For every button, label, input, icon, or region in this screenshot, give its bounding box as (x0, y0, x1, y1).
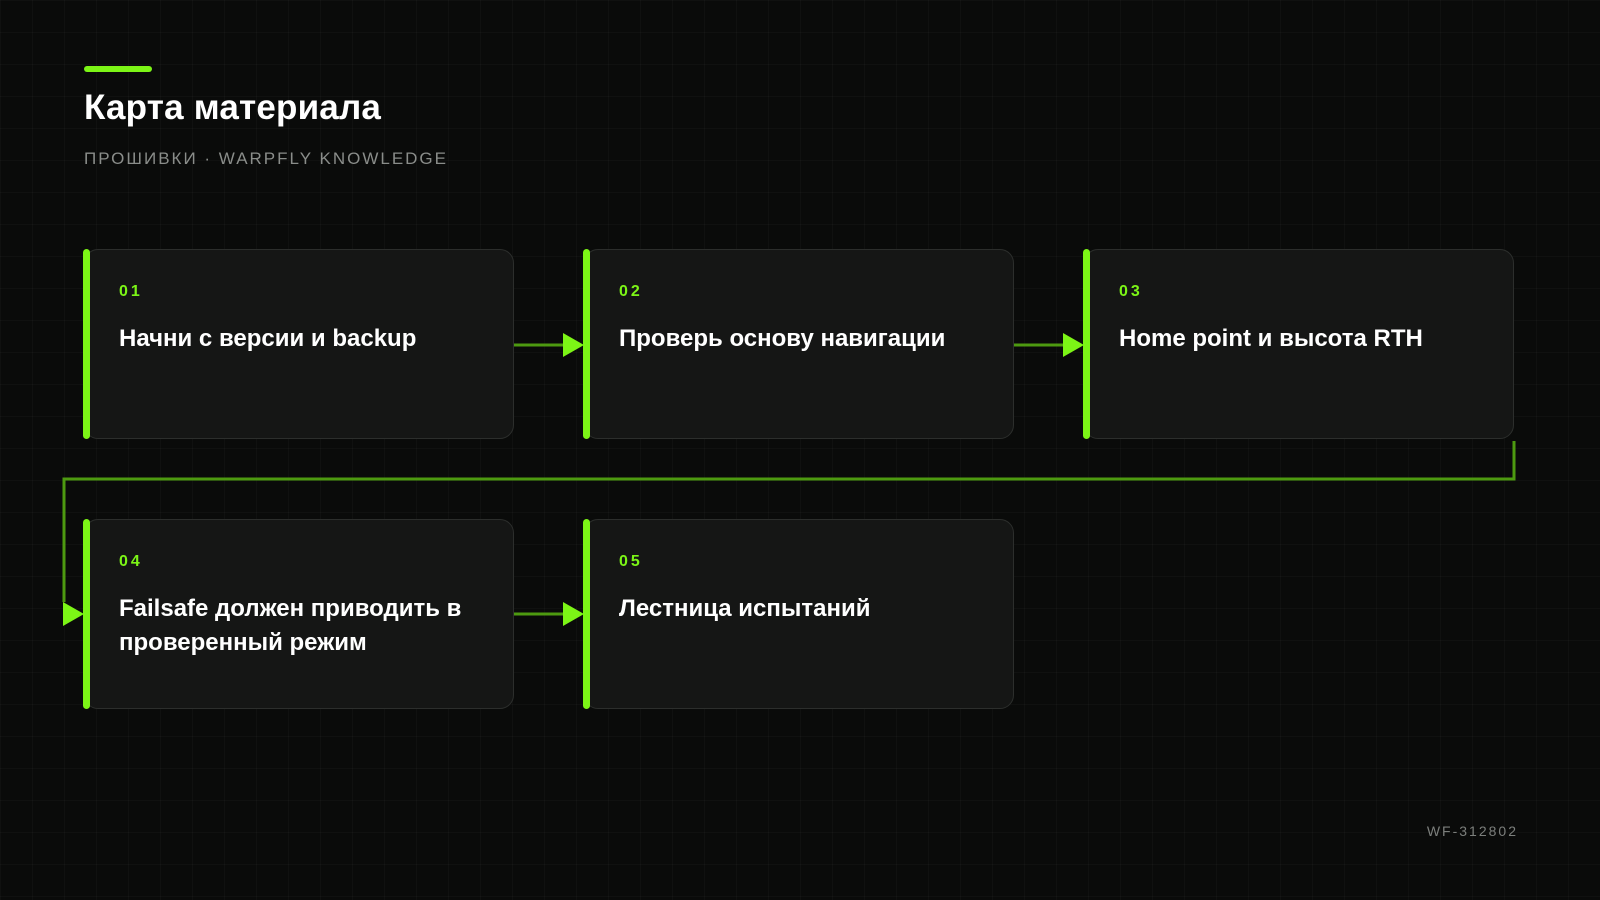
connector-01-02 (514, 333, 584, 357)
step-card-accent (1083, 249, 1090, 439)
document-code: WF-312802 (1426, 823, 1518, 839)
step-title: Начни с версии и backup (119, 325, 417, 352)
step-card-04: 04 Failsafe должен приводить в проверенн… (83, 519, 514, 709)
page-title: Карта материала (84, 88, 382, 127)
title-accent-bar (84, 66, 152, 72)
page-subtitle: ПРОШИВКИ · WARPFLY KNOWLEDGE (84, 149, 448, 168)
connector-04-05 (514, 602, 584, 626)
step-number: 05 (619, 553, 643, 570)
connector-03-04 (62, 441, 1516, 626)
step-card-accent (83, 519, 90, 709)
connector-02-03 (1014, 333, 1084, 357)
step-card-accent (83, 249, 90, 439)
step-title: Home point и высота RTH (1119, 325, 1423, 352)
step-card-02: 02 Проверь основу навигации (583, 249, 1014, 439)
step-title: Failsafe должен приводить в проверенный … (119, 595, 462, 656)
step-title: Лестница испытаний (619, 595, 871, 622)
step-title: Проверь основу навигации (619, 325, 946, 352)
step-number: 04 (119, 553, 143, 570)
step-number: 01 (119, 283, 143, 300)
step-card-accent (583, 519, 590, 709)
step-card-05: 05 Лестница испытаний (583, 519, 1014, 709)
step-card-01: 01 Начни с версии и backup (83, 249, 514, 439)
step-number: 02 (619, 283, 643, 300)
step-number: 03 (1119, 283, 1143, 300)
step-card-accent (583, 249, 590, 439)
step-card-03: 03 Home point и высота RTH (1083, 249, 1514, 439)
